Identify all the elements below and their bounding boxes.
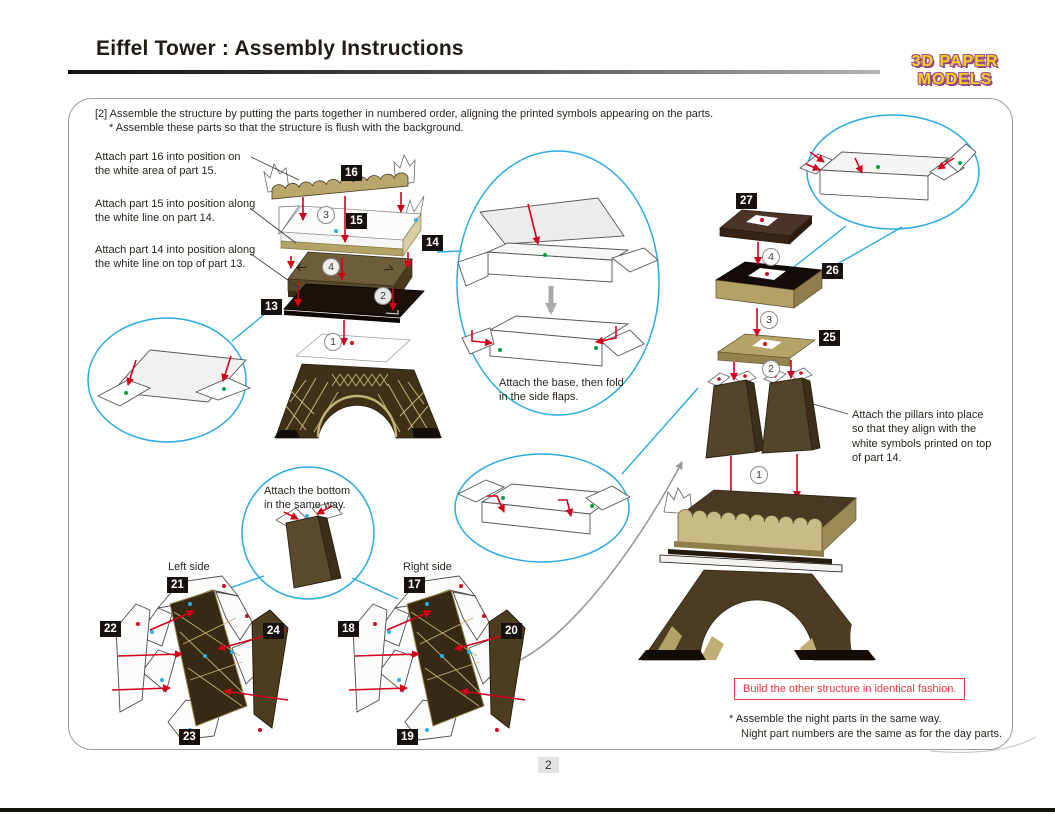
bottom-box-callout-circle [454, 453, 631, 563]
night-note-1: * Assemble the night parts in the same w… [729, 713, 942, 725]
flow-curve-arrow [505, 461, 683, 667]
step-circle-3: 3 [317, 206, 335, 224]
step-circle-1: 1 [324, 333, 342, 351]
step-circle-2: 2 [374, 287, 392, 305]
night-note-2: Night part numbers are the same as for t… [741, 728, 1003, 740]
badge-part-16: 16 [341, 165, 362, 181]
page-curl-line [929, 736, 1037, 753]
label-left-side: Left side [168, 561, 210, 573]
instruction-attach-16: Attach part 16 into position on the whit… [95, 151, 241, 178]
badge-part-26: 26 [822, 263, 843, 279]
text-leader-lines [250, 156, 849, 415]
badge-part-27: 27 [736, 193, 757, 209]
instruction-attach-15: Attach part 15 into position along the w… [95, 198, 256, 225]
step-circle-4: 4 [322, 258, 340, 276]
callout-attach-bottom: Attach the bottom in the same way. [264, 485, 351, 512]
badge-part-19: 19 [397, 729, 418, 745]
step-circle-1-right: 1 [750, 466, 768, 484]
page-number: 2 [538, 757, 559, 773]
assembled-tower [638, 487, 880, 661]
step-circle-3-right: 3 [760, 311, 778, 329]
badge-part-17: 17 [404, 577, 425, 593]
intro-note-line2: * Assemble these parts so that the struc… [109, 122, 464, 134]
header-rule [68, 70, 880, 74]
right-exploded-stack [705, 209, 824, 501]
badge-part-15: 15 [346, 213, 367, 229]
content-border [68, 98, 1013, 750]
bottom-border-bar [0, 808, 1055, 812]
badge-part-22: 22 [100, 621, 121, 637]
base-callout-circle [456, 150, 660, 416]
brand-logo: 3D PAPER MODELS [911, 53, 999, 88]
badge-part-21: 21 [167, 577, 188, 593]
badge-part-20: 20 [501, 623, 522, 639]
badge-part-14: 14 [422, 235, 443, 251]
callout-attach-base: Attach the base, then fold in the side f… [499, 377, 624, 404]
label-right-side: Right side [403, 561, 452, 573]
attach-bottom-callout-circle [241, 466, 375, 600]
badge-part-13: 13 [261, 299, 282, 315]
badge-part-24: 24 [263, 623, 284, 639]
badge-part-23: 23 [179, 729, 200, 745]
topright-callout-circle [799, 114, 980, 230]
badge-part-18: 18 [338, 621, 359, 637]
instruction-attach-14: Attach part 14 into position along the w… [95, 244, 256, 271]
identical-fashion-note: Build the other structure in identical f… [734, 678, 966, 700]
note-attach-pillars: Attach the pillars into place so that th… [852, 409, 992, 464]
step-circle-2-right: 2 [762, 360, 780, 378]
left-callout-circle [87, 317, 252, 443]
page-title: Eiffel Tower : Assembly Instructions [96, 37, 464, 60]
intro-note-line1: [2] Assemble the structure by putting th… [95, 108, 714, 120]
step-circle-4-right: 4 [762, 248, 780, 266]
badge-part-25: 25 [819, 330, 840, 346]
